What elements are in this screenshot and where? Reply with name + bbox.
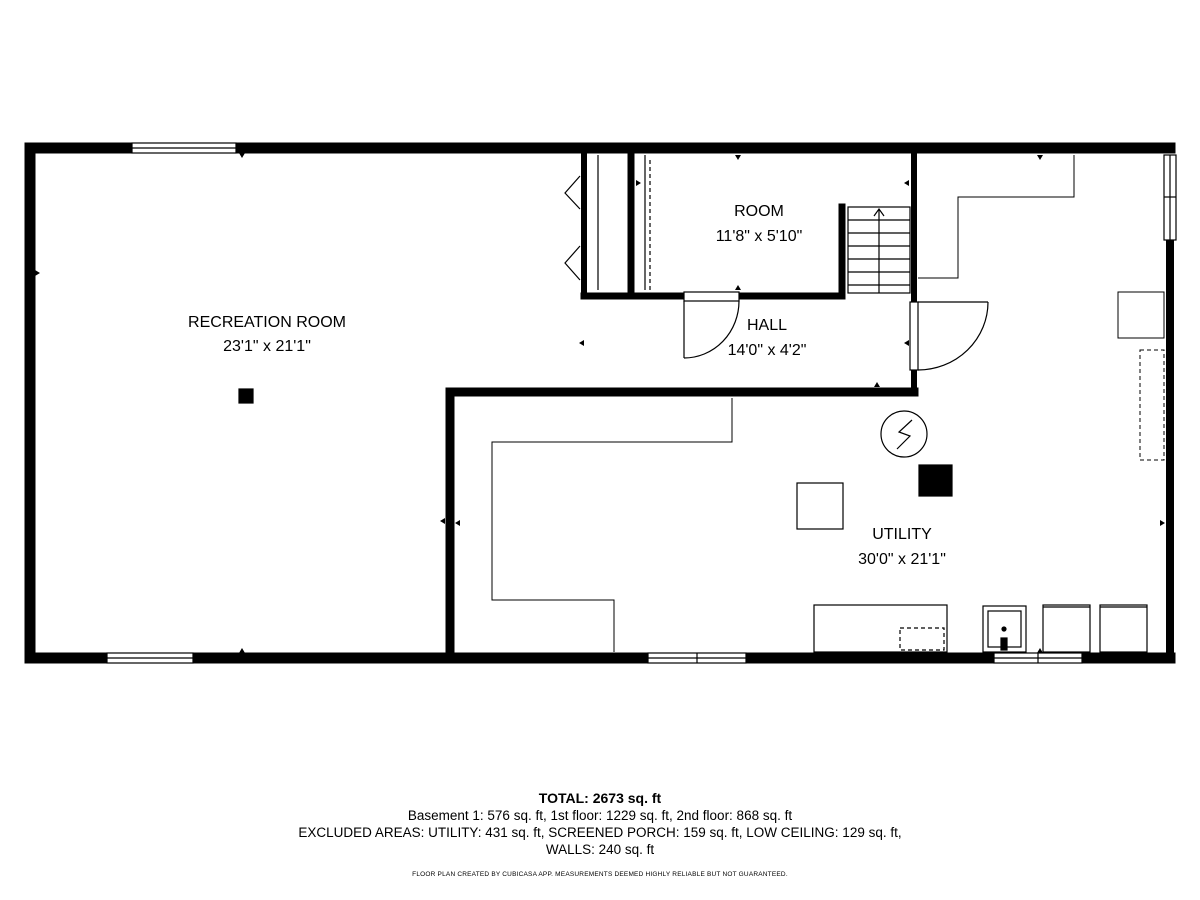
dimension-markers bbox=[35, 153, 1165, 653]
closet bbox=[597, 155, 651, 290]
excluded-areas: EXCLUDED AREAS: UTILITY: 431 sq. ft, SCR… bbox=[298, 825, 902, 840]
sink-icon bbox=[982, 605, 1027, 653]
washer bbox=[1042, 604, 1091, 653]
room-name-hall: HALL bbox=[747, 317, 787, 334]
stairs bbox=[847, 206, 911, 294]
furnace-box bbox=[796, 482, 844, 530]
room-name-room: ROOM bbox=[734, 203, 784, 220]
lightning-icon bbox=[880, 410, 928, 458]
room-name-recreation: RECREATION ROOM bbox=[188, 314, 346, 331]
area-outlines bbox=[491, 155, 1165, 652]
walls bbox=[24, 142, 1176, 664]
fixtures bbox=[238, 388, 1148, 653]
total-area: TOTAL: 2673 sq. ft bbox=[538, 790, 662, 806]
counter bbox=[813, 604, 948, 653]
room-name-utility: UTILITY bbox=[872, 526, 932, 543]
square-icon bbox=[918, 464, 953, 497]
floor-areas: Basement 1: 576 sq. ft, 1st floor: 1229 … bbox=[407, 808, 793, 823]
doors bbox=[564, 175, 989, 371]
room-dims-recreation: 23'1" x 21'1" bbox=[223, 338, 311, 355]
room-dims-utility: 30'0" x 21'1" bbox=[858, 551, 946, 568]
walls-area: WALLS: 240 sq. ft bbox=[545, 842, 655, 857]
room-dims-hall: 14'0" x 4'2" bbox=[728, 342, 807, 359]
support-post bbox=[238, 388, 254, 404]
windows bbox=[106, 142, 1177, 664]
credit-line: FLOOR PLAN CREATED BY CUBICASA APP. MEAS… bbox=[412, 871, 788, 878]
room-dims-room: 11'8" x 5'10" bbox=[716, 228, 803, 245]
dryer bbox=[1099, 604, 1148, 653]
